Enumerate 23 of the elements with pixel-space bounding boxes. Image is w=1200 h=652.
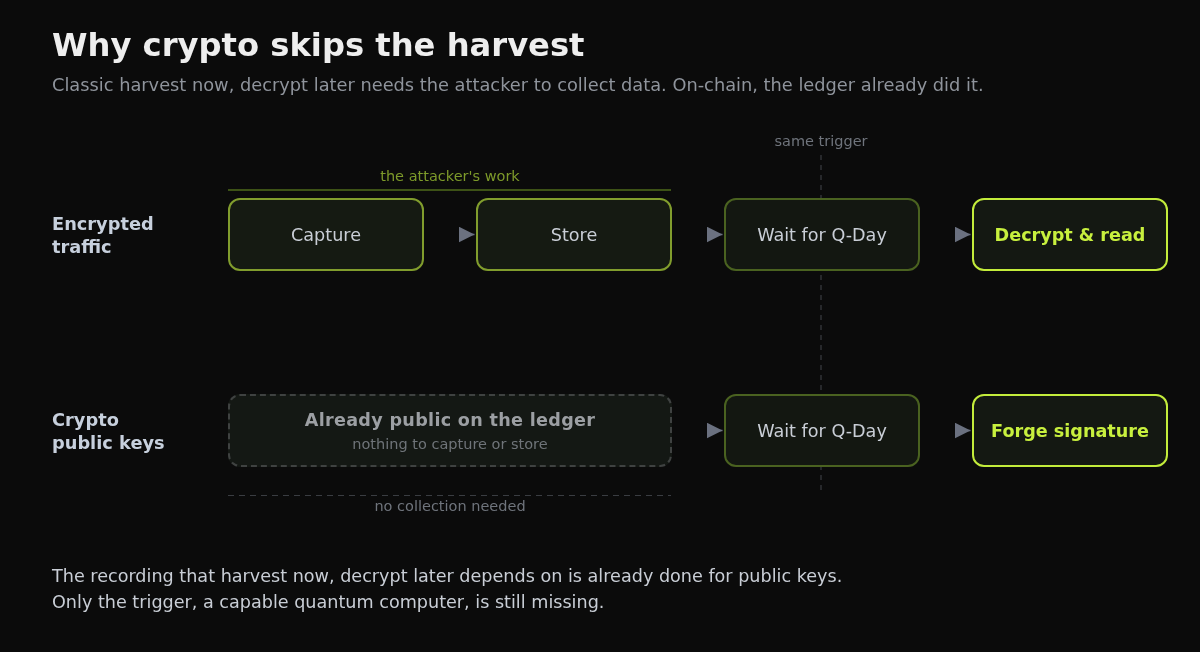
step-note: nothing to capture or store: [352, 435, 548, 452]
guide-label: same trigger: [774, 132, 868, 151]
title: Why crypto skips the harvest: [52, 26, 585, 64]
process-box: [972, 394, 1168, 467]
step-label: Capture: [291, 224, 361, 245]
step-label: Wait for Q-Day: [757, 224, 887, 245]
step-label: Already public on the ledger: [304, 409, 596, 430]
caption: The recording that harvest now, decrypt later depends on is already done for public keys. Only the trigger, a capable quantum computer, is still missing.: [52, 565, 844, 614]
dashed-box: [228, 394, 672, 467]
process-box: [228, 198, 424, 271]
process-box: [724, 394, 920, 467]
process-box: [972, 198, 1168, 271]
bracket-label: the attacker's work: [380, 167, 520, 186]
step-label: Wait for Q-Day: [757, 420, 887, 441]
process-box: [724, 198, 920, 271]
step-label: Decrypt & read: [994, 224, 1146, 245]
step-label: Forge signature: [991, 420, 1149, 441]
step-label: Store: [550, 224, 598, 245]
divider-label: no collection needed: [374, 497, 526, 516]
row-label: Crypto public keys: [52, 408, 166, 455]
subtitle: Classic harvest now, decrypt later needs the attacker to collect data. On-chain, the ledger already did it.: [52, 73, 984, 97]
row-label: Encrypted traffic: [52, 212, 155, 259]
process-box: [476, 198, 672, 271]
